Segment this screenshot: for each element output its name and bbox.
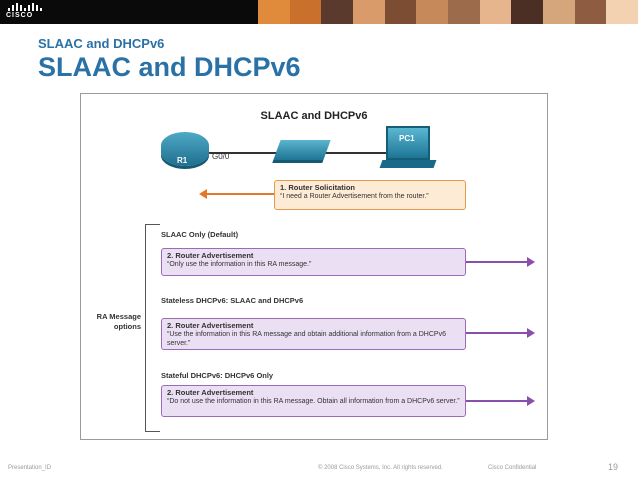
footer-presentation-id: Presentation_ID — [8, 465, 52, 471]
ra-options-label: RA Message options — [96, 312, 141, 331]
ra-options-bracket — [145, 224, 160, 432]
ra3-text: “Do not use the information in this RA m… — [167, 398, 460, 405]
router-label: R1 — [177, 156, 188, 165]
ra1-heading: 2. Router Advertisement — [167, 251, 254, 260]
page-number: 19 — [608, 462, 619, 472]
header-photo-strip — [258, 0, 638, 24]
header-photo-tile — [258, 0, 290, 24]
switch-icon — [273, 140, 331, 160]
ra-arrow-1 — [466, 257, 535, 267]
ra3-heading: 2. Router Advertisement — [167, 388, 254, 397]
slaac-dhcpv6-figure: SLAAC and DHCPv6 R1 G0/0 PC1 1. Router S… — [80, 93, 548, 440]
ra-arrow-2 — [466, 328, 535, 338]
section-slaac-only: SLAAC Only (Default) — [161, 230, 239, 239]
section-stateless-dhcpv6: Stateless DHCPv6: SLAAC and DHCPv6 — [161, 296, 304, 305]
router-advertisement-box-3: 2. Router Advertisement “Do not use the … — [161, 385, 466, 417]
interface-label: G0/0 — [212, 152, 230, 161]
ra-arrow-3 — [466, 396, 535, 406]
rs-heading: 1. Router Solicitation — [280, 183, 356, 192]
header-photo-tile — [606, 0, 638, 24]
router-advertisement-box-1: 2. Router Advertisement “Only use the in… — [161, 248, 466, 276]
header-photo-tile — [353, 0, 385, 24]
slide-subtitle: SLAAC and DHCPv6 — [38, 36, 165, 51]
section-stateful-dhcpv6: Stateful DHCPv6: DHCPv6 Only — [161, 371, 274, 380]
footer-confidential: Cisco Confidential — [488, 465, 537, 471]
rs-text: “I need a Router Advertisement from the … — [280, 193, 429, 200]
ra1-text: “Only use the information in this RA mes… — [167, 261, 312, 268]
header-photo-tile — [416, 0, 449, 24]
footer-copyright: © 2008 Cisco Systems, Inc. All rights re… — [318, 465, 443, 471]
router-solicitation-arrow — [199, 189, 274, 199]
router-icon — [161, 132, 209, 166]
pc-keyboard-icon — [379, 160, 437, 168]
header-photo-tile — [574, 0, 607, 24]
header-photo-tile — [384, 0, 417, 24]
ra2-text: “Use the information in this RA message … — [167, 331, 446, 347]
pc-icon — [386, 126, 430, 160]
header-photo-tile — [321, 0, 354, 24]
header-photo-tile — [448, 0, 480, 24]
figure-title: SLAAC and DHCPv6 — [260, 110, 368, 122]
header-photo-tile — [289, 0, 322, 24]
ra2-heading: 2. Router Advertisement — [167, 321, 254, 330]
header-photo-tile — [511, 0, 544, 24]
logo-text: CISCO — [6, 12, 34, 19]
router-advertisement-box-2: 2. Router Advertisement “Use the informa… — [161, 318, 466, 350]
header-photo-tile — [543, 0, 575, 24]
pc-label: PC1 — [399, 134, 415, 143]
cisco-logo: CISCO — [6, 3, 46, 21]
header-photo-tile — [479, 0, 512, 24]
header-bar: CISCO — [0, 0, 638, 24]
slide-title: SLAAC and DHCPv6 — [38, 52, 301, 82]
router-solicitation-box: 1. Router Solicitation “I need a Router … — [274, 180, 466, 210]
